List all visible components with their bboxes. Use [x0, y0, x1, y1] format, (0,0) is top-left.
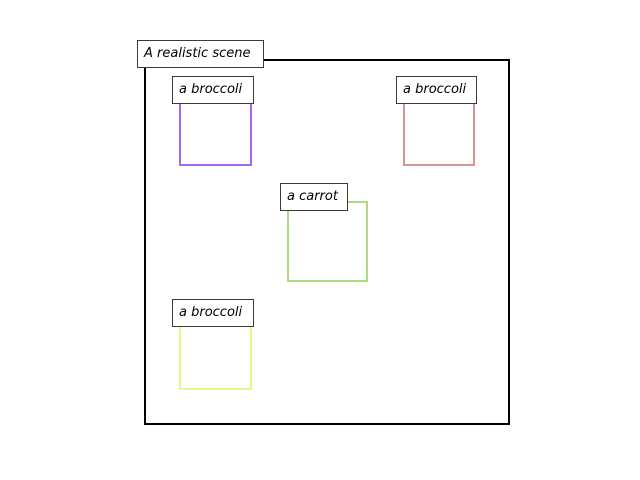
- object-label-text: a broccoli: [179, 305, 243, 320]
- scene-frame: [144, 59, 510, 425]
- scene-title-label: A realistic scene: [137, 40, 264, 68]
- object-label-text: a broccoli: [403, 82, 467, 97]
- object-box-carrot: [287, 201, 368, 282]
- object-label-text: a carrot: [287, 189, 338, 204]
- object-box-broccoli-3: [179, 318, 252, 390]
- object-box-broccoli-2: [403, 95, 475, 166]
- object-label-broccoli-3: a broccoli: [172, 299, 254, 327]
- object-label-text: a broccoli: [179, 82, 243, 97]
- object-box-broccoli-1: [179, 95, 252, 166]
- object-label-broccoli-1: a broccoli: [172, 76, 254, 104]
- scene-title-text: A realistic scene: [144, 46, 251, 61]
- object-label-carrot: a carrot: [280, 183, 348, 211]
- object-label-broccoli-2: a broccoli: [396, 76, 477, 104]
